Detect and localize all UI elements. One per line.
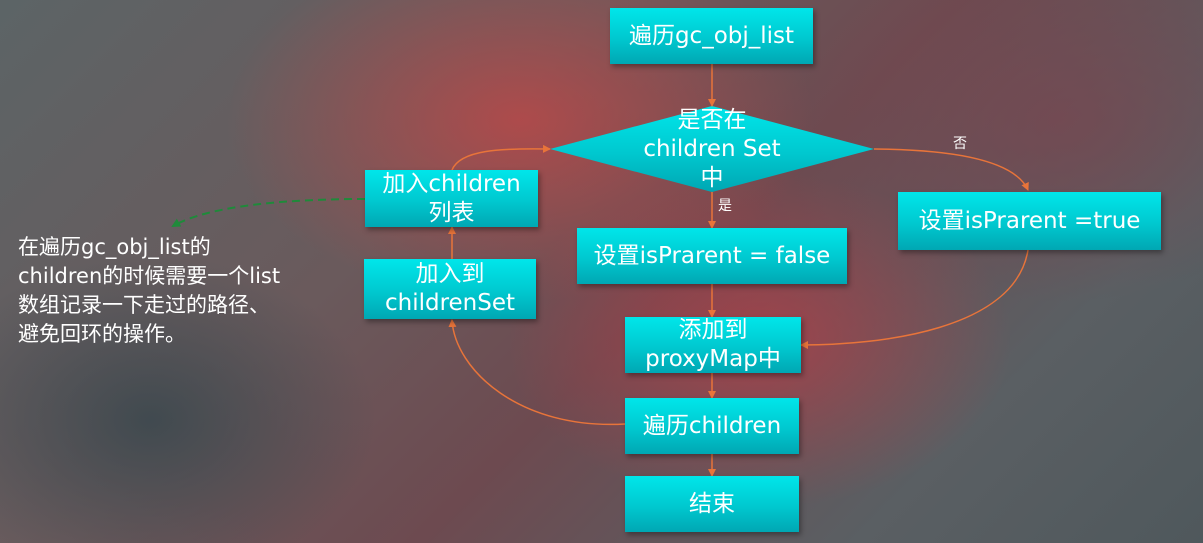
decision-diamond: [550, 106, 874, 192]
end-label: 结束: [689, 490, 735, 517]
arrow-children-to-add-set: [448, 319, 626, 426]
decision-label-line1: 是否在: [677, 106, 747, 133]
set-is-parent-false-node: 设置isPrarent = false: [577, 228, 847, 284]
no-label: 否: [953, 136, 967, 152]
add-to-children-set-node: 加入到 childrenSet: [364, 259, 536, 319]
end-node: 结束: [625, 476, 799, 532]
add-to-children-list-line1: 加入children: [382, 170, 521, 197]
decision-label-line3: 中: [700, 164, 724, 191]
add-to-proxy-map-line1: 添加到: [678, 317, 748, 343]
note-line2: children的时候需要一个list: [18, 264, 281, 288]
add-to-proxy-map-line2: proxyMap中: [645, 346, 781, 372]
note-line3: 数组记录一下走过的路径、: [18, 293, 270, 317]
decision-label-line2: children Set: [643, 135, 781, 162]
add-to-children-list-node: 加入children 列表: [365, 170, 538, 227]
annotation-note: 在遍历gc_obj_list的 children的时候需要一个list 数组记录…: [18, 233, 348, 349]
arrow-true-to-proxy: [800, 249, 1029, 349]
decision-label: 是否在 children Set 中: [600, 106, 824, 192]
note-line4: 避免回环的操作。: [18, 322, 186, 346]
add-to-children-set-line2: childrenSet: [384, 290, 516, 316]
add-to-proxy-map-node: 添加到 proxyMap中: [625, 317, 801, 373]
traverse-gc-obj-list-label: 遍历gc_obj_list: [628, 22, 795, 49]
traverse-children-node: 遍历children: [625, 398, 799, 454]
set-is-parent-true-label: 设置isPrarent =true: [918, 207, 1141, 234]
add-to-children-list-line2: 列表: [428, 199, 475, 226]
traverse-children-label: 遍历children: [642, 412, 782, 439]
traverse-gc-obj-list-node: 遍历gc_obj_list: [610, 8, 813, 64]
yes-label: 是: [718, 198, 732, 214]
set-is-parent-true-node: 设置isPrarent =true: [898, 192, 1161, 250]
arrow-add-list-to-decision: [451, 144, 551, 171]
set-is-parent-false-label: 设置isPrarent = false: [593, 242, 831, 269]
add-to-children-set-line1: 加入到: [415, 261, 485, 287]
note-line1: 在遍历gc_obj_list的: [18, 235, 211, 259]
arrow-decision-to-true: [873, 148, 1029, 191]
dashed-arrow-to-note: [171, 198, 366, 227]
